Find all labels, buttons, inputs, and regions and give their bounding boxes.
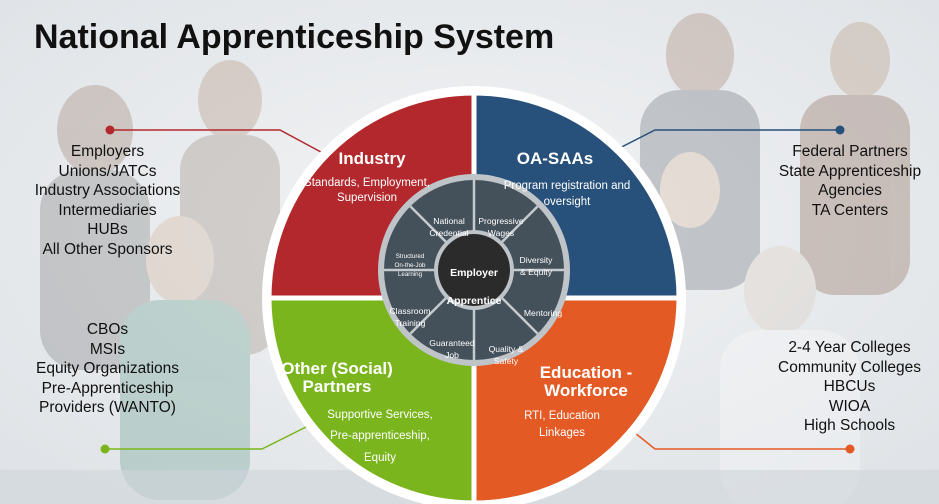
education-title: Education - [540, 363, 633, 382]
oa-saas-desc-line: oversight [544, 196, 591, 208]
other-partners-desc-line: Pre-apprenticeship, [330, 430, 430, 442]
list-item: All Other Sponsors [42, 240, 173, 258]
page-title: National Apprenticeship System [34, 18, 555, 56]
list-item: 2-4 Year Colleges [788, 339, 911, 356]
list-item: Employers [70, 143, 145, 160]
other-partners-stakeholder-list: CBOs MSIs Equity Organizations Pre-Appre… [0, 320, 215, 418]
hub [438, 234, 510, 306]
svg-text:Progressive: Progressive [478, 216, 524, 226]
segment-quality-safety: Quality & Safety [489, 344, 524, 366]
education-connector-dot [845, 444, 855, 454]
industry-connector-dot [105, 125, 115, 135]
segment-structured-ojl: Structured On-the-Job Learning [395, 253, 427, 278]
svg-text:Guaranteed: Guaranteed [429, 338, 475, 348]
education-desc-line: RTI, Education [524, 410, 600, 422]
svg-text:Learning: Learning [398, 271, 423, 278]
industry-desc-line: Supervision [337, 192, 397, 204]
other-partners-desc-line: Equity [364, 452, 396, 464]
svg-text:Quality &: Quality & [489, 344, 524, 354]
list-item: Pre-Apprenticeship [41, 379, 174, 397]
list-item: TA Centers [811, 201, 889, 219]
list-item: Providers (WANTO) [39, 399, 176, 416]
oa-saas-stakeholder-list: Federal Partners State Apprenticeship Ag… [760, 142, 939, 220]
list-item: CBOs [86, 321, 129, 338]
svg-text:Classroom: Classroom [389, 306, 430, 316]
education-stakeholder-list: 2-4 Year Colleges Community Colleges HBC… [760, 338, 939, 436]
svg-text:Diversity: Diversity [520, 255, 554, 265]
education-desc-line: Linkages [539, 427, 585, 439]
education-connector [624, 424, 850, 450]
industry-desc-line: Standards, Employment, [304, 177, 430, 189]
list-item: Federal Partners [792, 143, 908, 160]
other-partners-desc-line: Supportive Services, [327, 409, 432, 421]
svg-text:Job: Job [445, 350, 459, 360]
svg-text:Safety: Safety [494, 356, 519, 366]
segment-mentoring: Mentoring [524, 308, 562, 318]
svg-text:Training: Training [395, 318, 426, 328]
hub-apprentice-label: Apprentice [447, 295, 502, 307]
svg-text:Credential: Credential [429, 228, 468, 238]
education-title: Workforce [544, 381, 628, 400]
oa-saas-desc-line: Program registration and [504, 180, 631, 192]
list-item: MSIs [89, 340, 126, 358]
list-item: WIOA [828, 397, 871, 415]
list-item: Agencies [818, 182, 882, 199]
industry-connector [110, 129, 346, 166]
list-item: Intermediaries [58, 201, 157, 219]
segment-progressive-wages: Progressive Wages [478, 216, 524, 238]
list-item: HBCUs [823, 378, 876, 395]
list-item: Equity Organizations [35, 360, 180, 377]
oa-saas-connector-dot [835, 125, 845, 135]
segment-diversity-equity: Diversity & Equity [520, 255, 554, 277]
svg-text:On-the-Job: On-the-Job [395, 262, 427, 269]
list-item: High Schools [803, 417, 896, 434]
list-item: Community Colleges [778, 358, 921, 376]
segment-national-credential: National Credential [429, 216, 468, 238]
segment-classroom-training: Classroom Training [389, 306, 430, 328]
oa-saas-connector [599, 129, 840, 159]
oa-saas-title: OA-SAAs [517, 149, 594, 168]
hub-employer-label: Employer [450, 267, 498, 279]
industry-stakeholder-list: Employers Unions/JATCs Industry Associat… [10, 142, 205, 259]
other-partners-title: Other (Social) [281, 359, 392, 378]
list-item: HUBs [87, 221, 128, 238]
list-item: Industry Associations [34, 182, 181, 199]
other-partners-title: Partners [303, 377, 372, 396]
svg-text:National: National [433, 216, 465, 226]
industry-title: Industry [338, 149, 406, 168]
list-item: State Apprenticeship [778, 162, 922, 180]
segment-guaranteed-job: Guaranteed Job [429, 338, 475, 360]
svg-text:& Equity: & Equity [520, 267, 553, 277]
list-item: Unions/JATCs [58, 162, 157, 180]
svg-text:Wages: Wages [488, 228, 514, 238]
other-connector-dot [100, 444, 110, 454]
svg-text:Mentoring: Mentoring [524, 308, 562, 318]
svg-text:Structured: Structured [396, 253, 425, 260]
